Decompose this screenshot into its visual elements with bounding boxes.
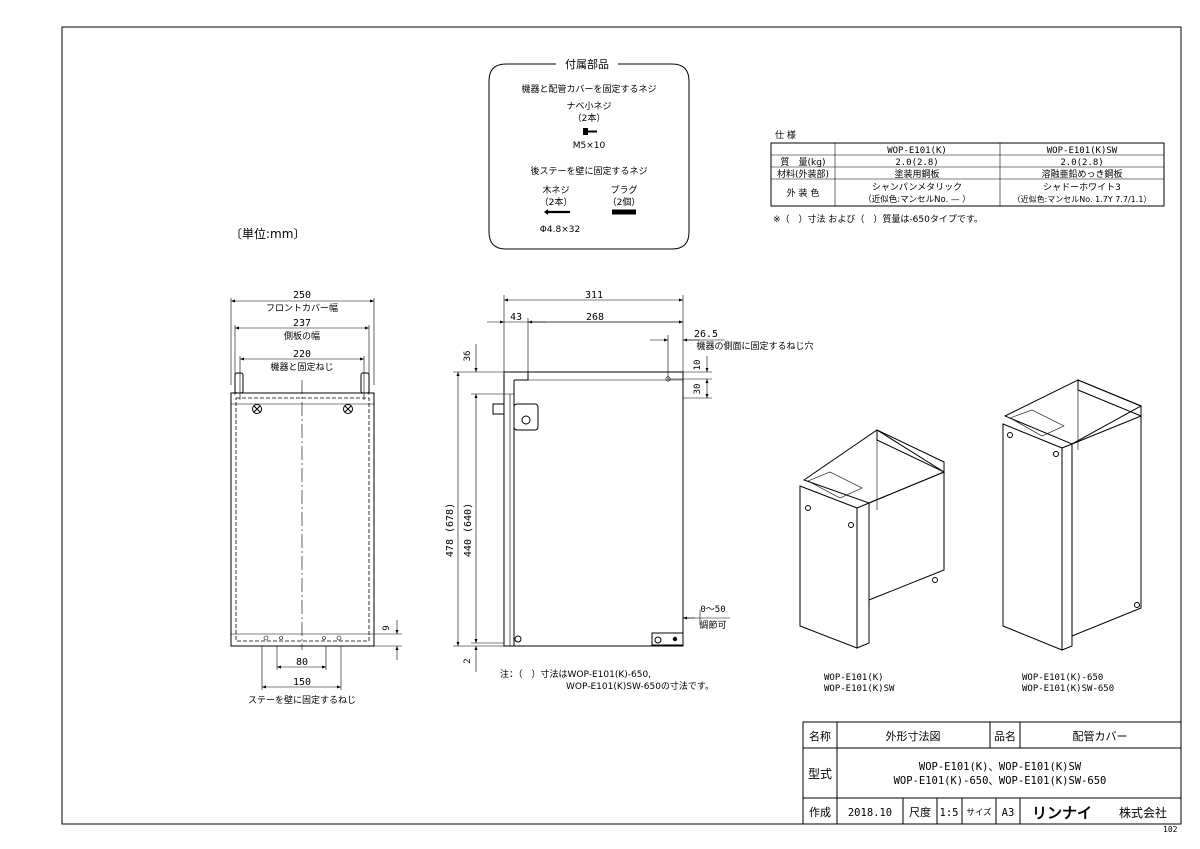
side-dim-36: 36: [463, 351, 473, 362]
spec-table: 仕 様 WOP-E101(K) WOP-E101(K)SW 質 量(kg) 2.…: [770, 129, 1165, 225]
spec-row-weight-v1: 2.0(2.8): [895, 158, 938, 168]
tb-size-label: サイズ: [966, 807, 992, 818]
tb-name-label: 名称: [809, 729, 831, 743]
tb-model-line1: WOP-E101(K)、WOP-E101(K)SW: [919, 761, 1082, 773]
spec-row-color-v1: シャンパンメタリック: [872, 182, 962, 193]
side-view: 311 43 268 26.5 機器の側面に固定するねじ穴 10 30 36 4…: [445, 290, 814, 692]
front-dim-250: 250: [293, 290, 311, 301]
wood-screw-name: 木ネジ: [542, 184, 569, 196]
side-dim-10: 10: [693, 360, 703, 371]
screw1-name: ナベ小ネジ: [566, 101, 611, 112]
front-bottom-label: ステーを壁に固定するねじ: [248, 694, 356, 706]
wood-screw-size: Φ4.8×32: [540, 225, 580, 235]
spec-row-weight-v2: 2.0(2.8): [1060, 158, 1103, 168]
plug-icon: [612, 209, 636, 215]
iso-tall-label2: WOP-E101(K)SW-650: [1022, 684, 1114, 694]
accessories-title: 付属部品: [565, 57, 609, 71]
side-dim-2: 2: [463, 658, 473, 663]
spec-row-color-v1b: （近似色:マンセルNo. — ）: [863, 194, 970, 205]
side-dim-478: 478 (678): [445, 503, 456, 557]
wood-screw-qty: （2本）: [540, 196, 573, 208]
spec-row-weight-label: 質 量(kg): [781, 156, 826, 168]
side-adjust-label: 調節可: [699, 619, 726, 631]
accessories-box: 付属部品 機器と配管カバーを固定するネジ ナベ小ネジ （2本） M5×10 後ス…: [488, 57, 690, 250]
side-dim-26-5-label: 機器の側面に固定するねじ穴: [696, 340, 813, 352]
spec-row-color-v2: シャドーホワイト3: [1043, 182, 1121, 193]
front-dim-150: 150: [293, 677, 311, 688]
iso-short-label1: WOP-E101(K): [824, 673, 884, 683]
side-dim-26-5: 26.5: [694, 329, 718, 340]
tb-name-value: 外形寸法図: [886, 729, 941, 743]
side-adjust-range: 0～50: [700, 605, 725, 615]
spec-col1-header: WOP-E101(K): [887, 146, 947, 156]
iso-short-label2: WOP-E101(K)SW: [824, 684, 895, 694]
tb-scale-label: 尺度: [909, 805, 931, 819]
tb-item-value: 配管カバー: [1073, 729, 1128, 743]
side-dim-43: 43: [510, 312, 522, 323]
spec-title: 仕 様: [775, 129, 796, 141]
spec-row-color-label: 外 装 色: [787, 187, 820, 199]
sheet-number: 102: [1163, 825, 1178, 834]
tb-company-brand: リンナイ: [1032, 804, 1092, 822]
front-screw-right-icon: [343, 404, 353, 414]
tb-model-line2: WOP-E101(K)-650、WOP-E101(K)SW-650: [894, 775, 1107, 787]
tb-model-label: 型式: [808, 767, 832, 781]
tb-item-label: 品名: [994, 729, 1016, 743]
tb-made-value: 2018.10: [848, 807, 892, 819]
tb-size-value: A3: [1002, 807, 1015, 819]
spec-row-material-label: 材料(外装部): [777, 168, 829, 180]
plug-qty: （2個）: [608, 196, 641, 208]
spec-col2-header: WOP-E101(K)SW: [1047, 146, 1118, 156]
accessories-section1-title: 機器と配管カバーを固定するネジ: [521, 83, 656, 95]
accessories-section2-title: 後ステーを壁に固定するネジ: [530, 165, 647, 177]
front-view: 250 フロントカバー幅 237 側板の幅 220 機器と固定ねじ: [230, 290, 402, 706]
tb-made-label: 作成: [809, 806, 831, 819]
title-block: 名称 外形寸法図 品名 配管カバー 型式 WOP-E101(K)、WOP-E10…: [802, 721, 1182, 825]
iso-view-tall: WOP-E101(K)-650 WOP-E101(K)SW-650: [1002, 379, 1143, 694]
spec-row-material-v1: 塗装用鋼板: [894, 168, 939, 180]
wood-screw-icon: [544, 209, 570, 215]
front-dim-237-label: 側板の幅: [284, 330, 320, 342]
front-screw-left-icon: [252, 404, 262, 414]
spec-row-color-v2b: （近似色:マンセルNo. 1.7Y 7.7/1.1）: [1013, 194, 1152, 204]
sheet-border: [61, 26, 1182, 825]
side-dim-30: 30: [693, 384, 703, 395]
spec-note: ※（ ）寸法 および（ ）質量は-650タイプです。: [773, 213, 983, 225]
tb-scale-value: 1:5: [940, 807, 959, 819]
plug-name: プラグ: [610, 184, 637, 196]
side-note-line2: WOP-E101(K)SW-650の寸法です。: [566, 680, 714, 692]
iso-tall-label1: WOP-E101(K)-650: [1022, 673, 1103, 683]
screw1-qty: （2本）: [573, 112, 606, 124]
front-dim-250-label: フロントカバー幅: [266, 302, 338, 314]
front-dim-9: 9: [382, 625, 392, 630]
spec-row-material-v2: 溶融亜鉛めっき鋼板: [1041, 168, 1122, 180]
pan-screw-icon: [583, 128, 597, 135]
iso-view-short: WOP-E101(K) WOP-E101(K)SW: [799, 429, 946, 694]
side-dim-268: 268: [586, 312, 604, 323]
screw1-size: M5×10: [573, 141, 606, 151]
tb-company-suffix: 株式会社: [1119, 805, 1167, 820]
side-dim-440: 440 (640): [463, 503, 474, 557]
front-dim-80: 80: [296, 657, 308, 668]
side-note-line1: 注：（ ）寸法はWOP-E101(K)-650,: [500, 668, 651, 680]
unit-note: 〔単位:mm〕: [230, 226, 305, 241]
front-dim-220-label: 機器と固定ねじ: [270, 361, 333, 373]
side-dim-311: 311: [585, 290, 603, 301]
front-dim-220: 220: [293, 349, 311, 360]
front-dim-237: 237: [293, 318, 311, 329]
